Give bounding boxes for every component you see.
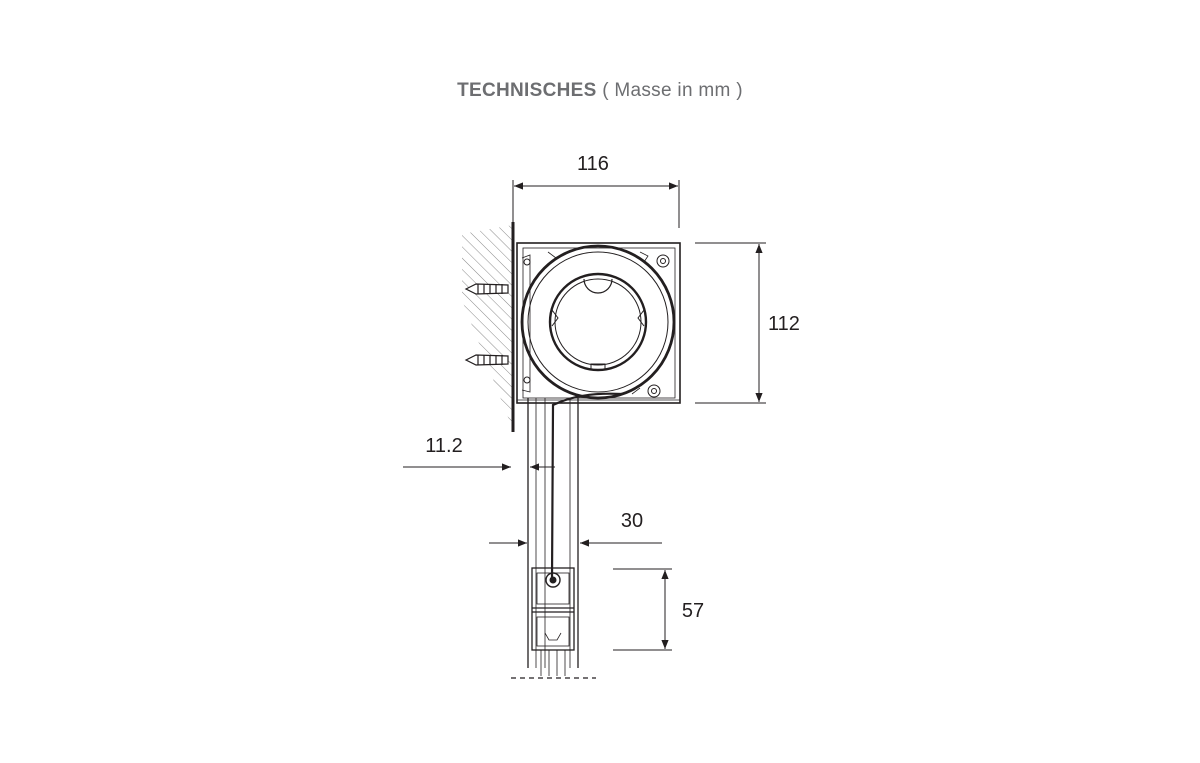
shutter-roll <box>520 244 676 400</box>
bottom-slat-profile <box>511 567 596 679</box>
dimension-rail-label: 30 <box>621 510 643 532</box>
shutter-belt <box>550 392 623 581</box>
dimension-width: 116 <box>512 153 680 228</box>
title-bold: TECHNISCHES <box>457 80 597 101</box>
guide-rail <box>527 398 579 668</box>
dimension-height: 112 <box>695 242 800 404</box>
wall-section <box>462 222 515 432</box>
dimension-offset-label: 11.2 <box>425 435 462 457</box>
dimension-bottom: 57 <box>613 568 704 651</box>
diagram-title: TECHNISCHES ( Masse in mm ) <box>0 80 1200 102</box>
shutter-housing-box <box>516 242 681 404</box>
wall-screw-bottom <box>464 354 509 366</box>
dimension-rail: 30 <box>489 510 662 547</box>
dimension-bottom-label: 57 <box>682 600 704 622</box>
dimension-offset: 11.2 <box>403 435 555 471</box>
wall-screw-top <box>464 283 509 295</box>
dimension-height-label: 112 <box>768 313 800 335</box>
title-unit-note: ( Masse in mm ) <box>602 80 743 101</box>
dimension-width-label: 116 <box>577 153 609 175</box>
